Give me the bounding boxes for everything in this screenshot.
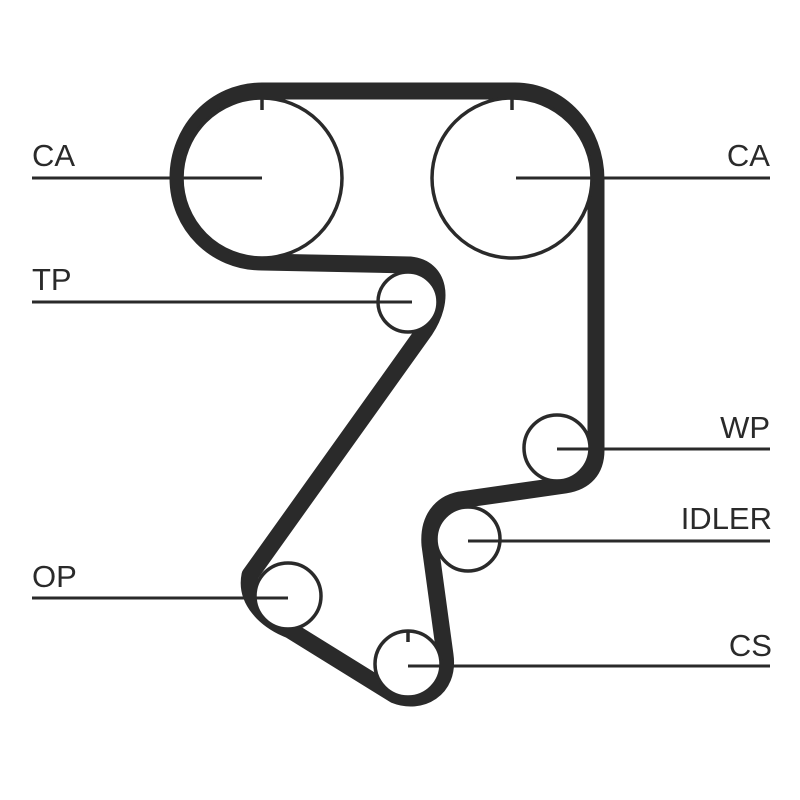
crankshaft-pulley	[373, 629, 443, 699]
label-cam-left: CA	[32, 138, 75, 173]
label-crankshaft: CS	[729, 628, 772, 663]
idler-pulley	[434, 505, 502, 573]
label-oil-pump: OP	[32, 559, 77, 594]
label-idler: IDLER	[681, 501, 772, 536]
label-water-pump: WP	[720, 410, 770, 445]
label-tensioner: TP	[32, 262, 72, 297]
label-cam-right: CA	[727, 138, 770, 173]
oil-pump-pulley	[253, 561, 323, 631]
